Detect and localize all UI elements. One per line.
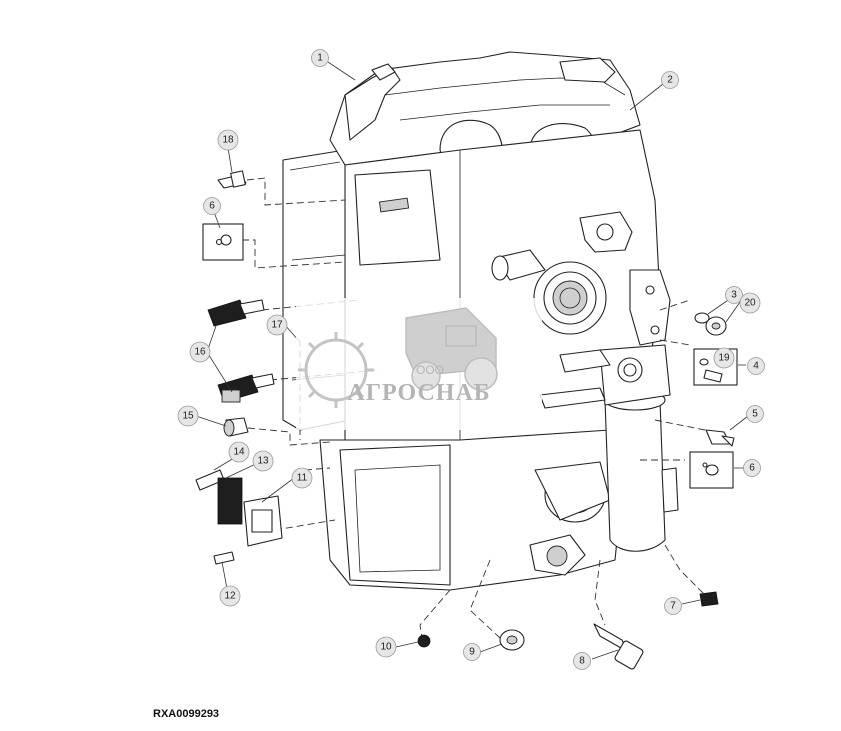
sensor-16-upper bbox=[207, 299, 265, 327]
callout-5: 5 bbox=[746, 405, 764, 423]
svg-text:4: 4 bbox=[753, 361, 759, 372]
svg-text:1: 1 bbox=[317, 53, 323, 64]
bolt-12 bbox=[213, 551, 235, 565]
plug-7 bbox=[699, 591, 719, 607]
svg-text:7: 7 bbox=[670, 601, 676, 612]
callout-20: 20 bbox=[739, 292, 761, 314]
svg-text:19: 19 bbox=[718, 353, 730, 364]
nut-3 bbox=[694, 312, 710, 324]
cap-15 bbox=[223, 417, 249, 437]
callout-3: 3 bbox=[725, 286, 743, 304]
gearbox-housing bbox=[282, 51, 679, 591]
callout-15: 15 bbox=[177, 405, 199, 427]
svg-text:3: 3 bbox=[731, 290, 737, 301]
svg-text:15: 15 bbox=[182, 411, 194, 422]
svg-text:6: 6 bbox=[749, 463, 755, 474]
callout-13: 13 bbox=[252, 450, 274, 472]
callout-10: 10 bbox=[375, 636, 397, 658]
sensor-16-lower bbox=[217, 373, 275, 403]
svg-text:16: 16 bbox=[194, 347, 206, 358]
callout-16: 16 bbox=[189, 341, 211, 363]
fitting-5 bbox=[705, 429, 735, 447]
plug-box-6-left bbox=[202, 223, 244, 261]
svg-text:20: 20 bbox=[744, 298, 756, 309]
svg-text:14: 14 bbox=[233, 447, 245, 458]
callout-6-right: 6 bbox=[743, 459, 761, 477]
callout-17: 17 bbox=[266, 314, 288, 336]
plug-10 bbox=[417, 634, 431, 648]
svg-text:5: 5 bbox=[752, 409, 758, 420]
callout-9: 9 bbox=[463, 643, 481, 661]
callout-18: 18 bbox=[217, 129, 239, 151]
connector-13 bbox=[195, 469, 243, 525]
washer-9 bbox=[499, 629, 525, 651]
callout-14: 14 bbox=[228, 441, 250, 463]
callout-6-left: 6 bbox=[203, 197, 221, 215]
callout-2: 2 bbox=[661, 71, 679, 89]
callout-1: 1 bbox=[311, 49, 329, 67]
callout-11: 11 bbox=[291, 467, 313, 489]
callout-19: 19 bbox=[713, 347, 735, 369]
callout-12: 12 bbox=[219, 585, 241, 607]
svg-text:9: 9 bbox=[469, 647, 475, 658]
washer-20 bbox=[705, 316, 727, 336]
svg-text:11: 11 bbox=[297, 473, 308, 484]
svg-text:17: 17 bbox=[271, 320, 283, 331]
figure-code: RXA0099293 bbox=[153, 708, 220, 720]
svg-text:10: 10 bbox=[380, 642, 392, 653]
svg-text:2: 2 bbox=[667, 75, 673, 86]
svg-text:6: 6 bbox=[209, 201, 215, 212]
callout-7: 7 bbox=[664, 597, 682, 615]
bracket-11 bbox=[243, 495, 283, 547]
svg-text:8: 8 bbox=[579, 656, 585, 667]
sender-8 bbox=[593, 623, 644, 670]
callout-8: 8 bbox=[573, 652, 591, 670]
plug-box-6-right bbox=[689, 451, 734, 489]
svg-text:13: 13 bbox=[257, 456, 269, 467]
svg-text:12: 12 bbox=[224, 591, 236, 602]
callouts: 1 2 3 20 19 4 5 6 bbox=[177, 49, 765, 670]
callout-4: 4 bbox=[747, 357, 765, 375]
sensor-18 bbox=[217, 170, 247, 189]
svg-text:18: 18 bbox=[222, 135, 234, 146]
